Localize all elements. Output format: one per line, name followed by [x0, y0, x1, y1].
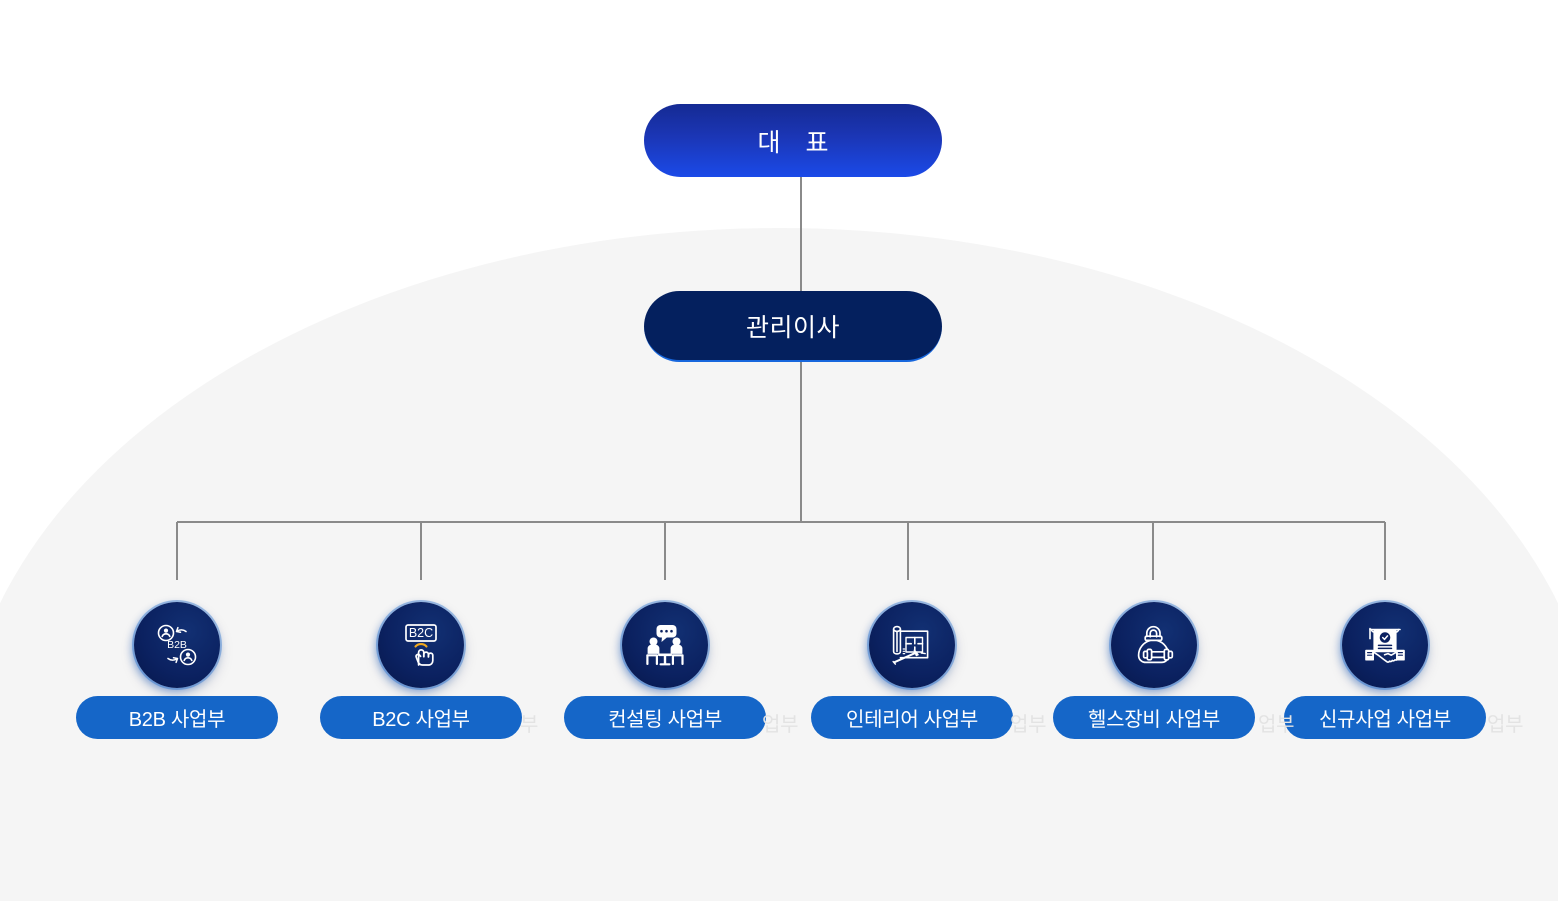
department-new-business[interactable]: 신규사업 사업부	[1284, 602, 1486, 739]
node-director-label: 관리이사	[745, 313, 840, 342]
department-label-text: B2C 사업부	[372, 709, 470, 731]
department-label-text: 컨설팅 사업부	[608, 709, 722, 731]
department-label-text: B2B 사업부	[128, 709, 226, 731]
department-label-b2b[interactable]: B2B 사업부	[76, 696, 278, 739]
department-consulting[interactable]: 컨설팅 사업부	[564, 602, 766, 739]
node-ceo-label: 대 표	[757, 128, 838, 157]
department-label-consulting[interactable]: 컨설팅 사업부	[564, 696, 766, 739]
ghost-text: 부	[520, 714, 539, 736]
ghost-text: 업부	[1487, 714, 1524, 736]
node-ceo[interactable]: 대 표	[644, 104, 942, 177]
department-b2c[interactable]: B2C B2C 사업부	[320, 602, 522, 739]
department-label-text: 인테리어 사업부	[846, 709, 978, 731]
department-label-text: 신규사업 사업부	[1319, 709, 1451, 731]
kettlebell-dumbbell-icon	[1111, 602, 1197, 688]
svg-text:B2C: B2C	[409, 626, 433, 640]
department-interior[interactable]: 인테리어 사업부	[811, 602, 1013, 739]
department-label-health-equipment[interactable]: 헬스장비 사업부	[1053, 696, 1255, 739]
blueprint-icon	[869, 602, 955, 688]
b2b-exchange-icon: B2B	[134, 602, 220, 688]
department-health-equipment[interactable]: 헬스장비 사업부	[1053, 602, 1255, 739]
node-director[interactable]: 관리이사	[644, 291, 942, 362]
handshake-contract-icon	[1342, 602, 1428, 688]
department-label-interior[interactable]: 인테리어 사업부	[811, 696, 1013, 739]
svg-text:B2B: B2B	[167, 639, 187, 651]
consulting-meeting-icon	[622, 602, 708, 688]
ghost-text: 업부	[1010, 714, 1047, 736]
b2c-tap-icon: B2C	[378, 602, 464, 688]
department-label-b2c[interactable]: B2C 사업부	[320, 696, 522, 739]
department-b2b[interactable]: B2B B2B 사업부	[76, 602, 278, 739]
ghost-text: 업부	[762, 714, 799, 736]
department-label-new-business[interactable]: 신규사업 사업부	[1284, 696, 1486, 739]
department-label-text: 헬스장비 사업부	[1088, 709, 1220, 731]
